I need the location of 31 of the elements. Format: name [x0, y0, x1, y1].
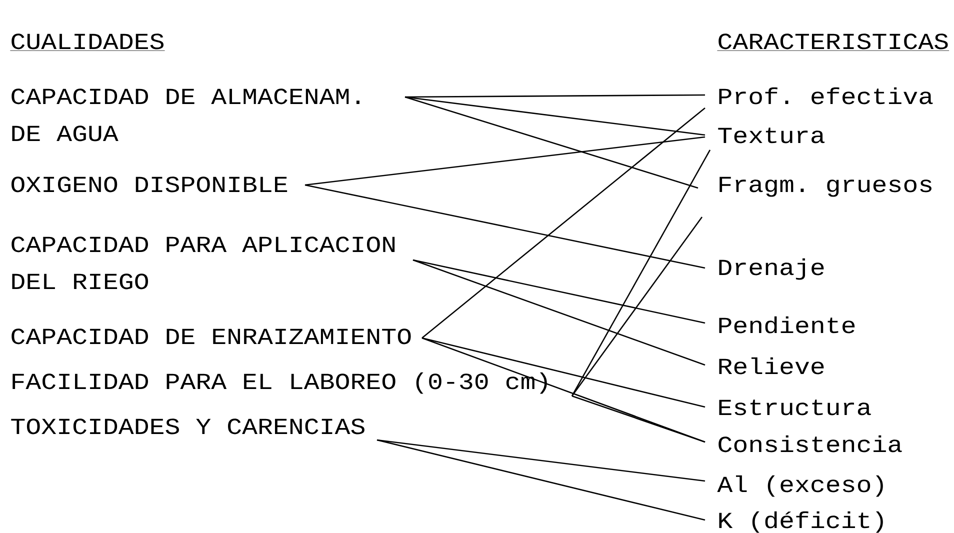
characteristic-label: Fragm. gruesos: [720, 176, 932, 197]
connector-line: [571, 216, 703, 396]
characteristic-label: Textura: [718, 128, 825, 144]
column-heading: CARACTERISTICAS: [717, 34, 950, 51]
characteristic-label: Prof. efectiva: [719, 87, 933, 104]
characteristic-label: Consistencia: [718, 435, 902, 452]
connector-line: [422, 337, 706, 408]
characteristic-label: K (déficit): [719, 511, 883, 533]
characteristic-label: Estructura: [719, 400, 871, 416]
connector-line: [376, 439, 706, 482]
quality-label: CAPACIDAD PARA APLICACION DEL RIEGO: [12, 236, 395, 290]
characteristic-label: Drenaje: [719, 258, 824, 280]
quality-label: FACILIDAD PARA EL LABOREO (0-30 cm): [12, 372, 547, 394]
connector-line: [571, 150, 711, 396]
connector-line: [304, 136, 706, 186]
connector-line: [412, 259, 706, 366]
connector-line: [376, 439, 706, 521]
connector-line: [404, 96, 706, 136]
characteristic-label: Al (exceso): [717, 475, 883, 497]
quality-label: OXIGENO DISPONIBLE: [12, 176, 288, 192]
connector-line: [422, 107, 706, 338]
connector-line: [412, 259, 706, 324]
connector-line: [572, 395, 706, 443]
connector-line: [404, 96, 698, 189]
connector-line: [304, 184, 706, 269]
quality-label: CAPACIDAD DE ENRAIZAMIENTO: [12, 328, 411, 344]
characteristic-label: Relieve: [719, 357, 824, 374]
quality-label: TOXICIDADES Y CARENCIAS: [11, 418, 364, 434]
characteristic-label: Pendiente: [719, 316, 855, 334]
quality-label: CAPACIDAD DE ALMACENAM. DE AGUA: [12, 88, 360, 142]
column-heading: CUALIDADES: [10, 34, 165, 51]
